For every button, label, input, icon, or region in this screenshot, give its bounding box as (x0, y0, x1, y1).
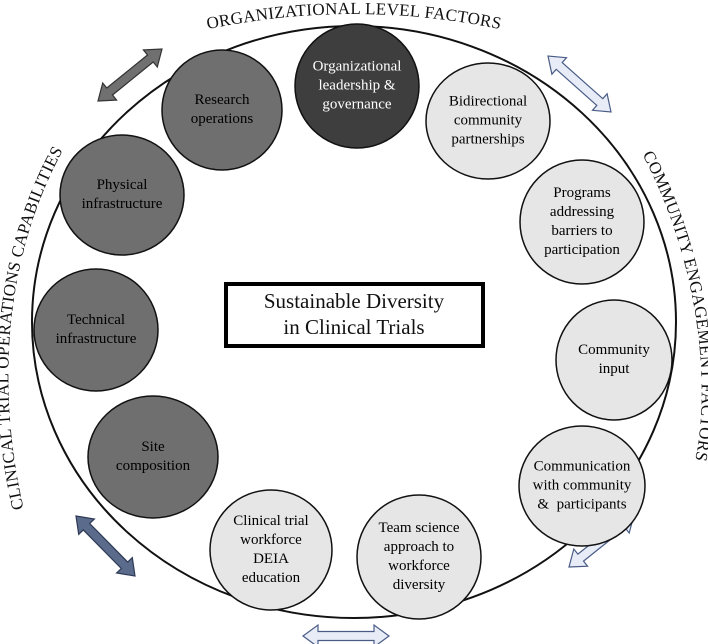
node-label-line: barriers to (551, 223, 612, 239)
center-title-line2: in Clinical Trials (283, 315, 424, 339)
node-label-line: participation (544, 242, 620, 258)
node-organizational-leadership: Organizational leadership & governance (294, 23, 420, 149)
node-label-line: Communication (534, 458, 631, 474)
node-label-line: Programs (553, 185, 611, 201)
node-label-line: community (454, 112, 523, 128)
node-circle (33, 268, 159, 392)
node-circle (87, 395, 219, 519)
double-arrow-top-left (97, 48, 163, 102)
node-label-line: approach to (384, 539, 454, 555)
node-label-line: Community (578, 342, 650, 358)
node-label-line: Organizational (313, 58, 402, 74)
node-circle (161, 49, 283, 171)
node-label-line: with community (533, 477, 632, 493)
node-circle (425, 62, 551, 180)
node-programs-barriers: Programs addressing barriers to participati… (519, 159, 645, 285)
node-label-line: governance (322, 96, 391, 112)
node-label-line: leadership & (318, 77, 395, 93)
node-label-line: workforce (388, 558, 450, 574)
center-title-line1: Sustainable Diversity (264, 289, 445, 313)
double-arrow-top-right (547, 55, 612, 113)
node-circle (356, 494, 482, 620)
arc-label-right: COMMUNITY ENGAGEMENT FACTORS (639, 148, 708, 464)
node-label-line: Team science (379, 520, 460, 536)
node-label-line: workforce (240, 532, 302, 548)
double-arrow-bottom-left (75, 515, 136, 577)
node-physical-infrastructure: Physical infrastructure (59, 134, 185, 256)
node-technical-infrastructure: Technical infrastructure (33, 268, 159, 392)
node-label-line: addressing (550, 204, 615, 220)
node-communication: Communication with community & participant… (518, 425, 646, 547)
node-circle (555, 299, 673, 421)
node-label-line: diversity (393, 577, 446, 593)
node-circle (209, 489, 333, 611)
node-circle (294, 23, 420, 149)
node-label-line: partnerships (451, 131, 524, 147)
node-circle (59, 134, 185, 256)
node-circle (518, 425, 646, 547)
node-label-line: infrastructure (82, 196, 163, 212)
node-research-operations: Research operations (161, 49, 283, 171)
node-label-line: Clinical trial (233, 513, 308, 529)
node-label-line: Physical (97, 177, 148, 193)
node-label-line: & participants (537, 496, 626, 512)
node-site-composition: Site composition (87, 395, 219, 519)
node-label-line: input (599, 361, 631, 377)
node-bidirectional-partnerships: Bidirectional community partnerships (425, 62, 551, 180)
node-label-line: Research (195, 92, 250, 108)
double-arrow-bottom (301, 623, 391, 644)
node-circle (519, 159, 645, 285)
center-box (224, 282, 485, 348)
node-team-science: Team science approach to workforce diversit… (356, 494, 482, 620)
node-label-line: operations (191, 111, 254, 127)
node-label-line: DEIA (253, 551, 289, 567)
node-label-line: Technical (67, 312, 125, 328)
node-label-line: education (242, 570, 301, 586)
node-label-line: infrastructure (56, 331, 137, 347)
nodes-group: Organizational leadership & governance Bidi… (33, 23, 673, 620)
node-label-line: Site (141, 439, 165, 455)
node-community-input: Community input (555, 299, 673, 421)
node-label-line: composition (116, 458, 191, 474)
node-label-line: Bidirectional (449, 93, 527, 109)
